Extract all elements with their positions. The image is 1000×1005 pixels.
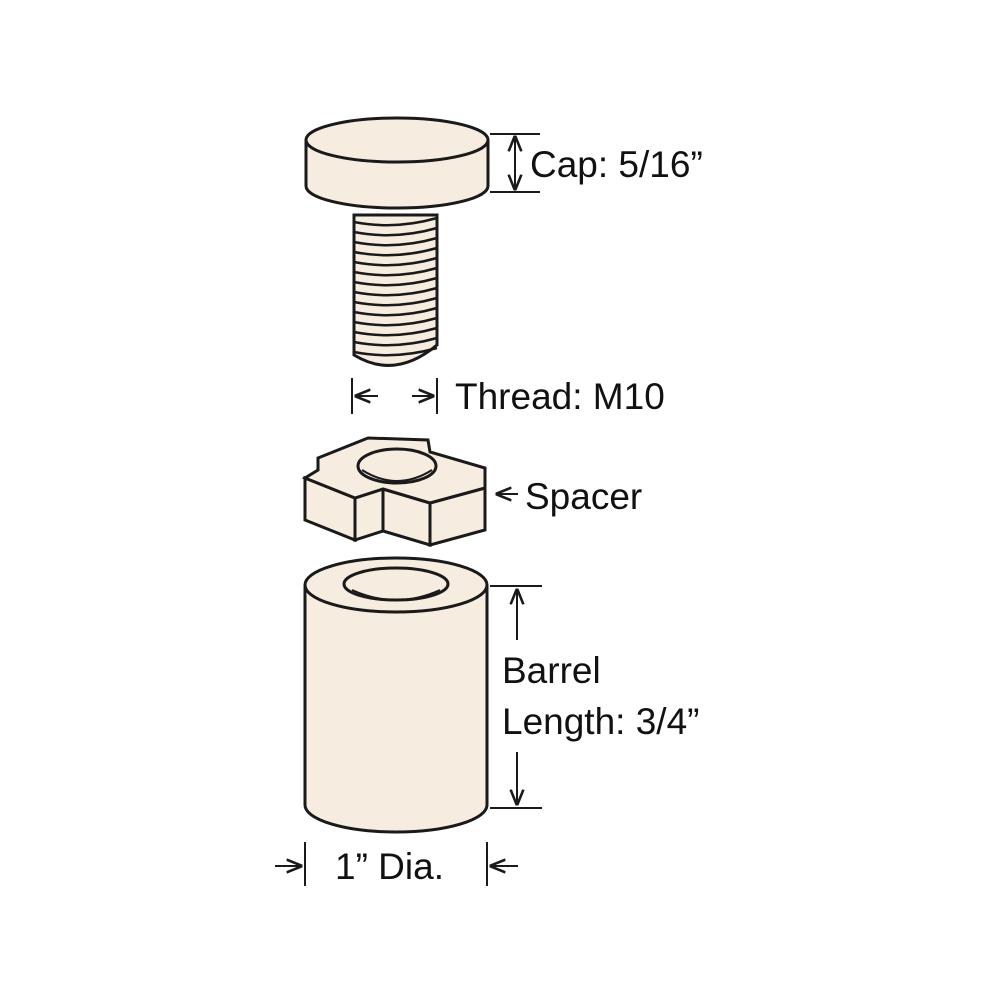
thread-ridge	[353, 256, 438, 267]
spacer-pointer	[484, 484, 518, 504]
thread-ridge	[353, 346, 438, 357]
thread-ridge	[353, 236, 438, 247]
diameter-dimension	[275, 842, 518, 886]
diameter-label: 1” Dia.	[335, 846, 444, 887]
cap-part	[304, 116, 490, 210]
cap-label: Cap: 5/16”	[530, 144, 703, 185]
barrel-label: Barrel	[502, 650, 601, 691]
thread-ridge	[353, 266, 438, 277]
thread-ridge	[353, 216, 438, 227]
cap-dimension	[490, 133, 540, 193]
thread-ridge	[353, 286, 438, 297]
thread-ridge	[353, 226, 438, 237]
thread-ridge	[353, 306, 438, 317]
thread-label: Thread: M10	[455, 376, 665, 417]
thread-ridge	[353, 296, 438, 307]
thread-ridge	[353, 336, 438, 347]
thread-dimension	[351, 378, 438, 414]
spacer-part	[301, 436, 487, 548]
barrel-length-label: Length: 3/4”	[502, 701, 700, 742]
thread-ridge	[353, 316, 438, 327]
thread-ridge	[353, 326, 438, 337]
spacer-label: Spacer	[525, 476, 643, 517]
thread-ridge	[353, 246, 438, 257]
threaded-stud	[352, 213, 439, 367]
thread-ridge	[353, 276, 438, 287]
barrel-part	[303, 556, 489, 834]
barrel-dimension	[490, 585, 542, 809]
